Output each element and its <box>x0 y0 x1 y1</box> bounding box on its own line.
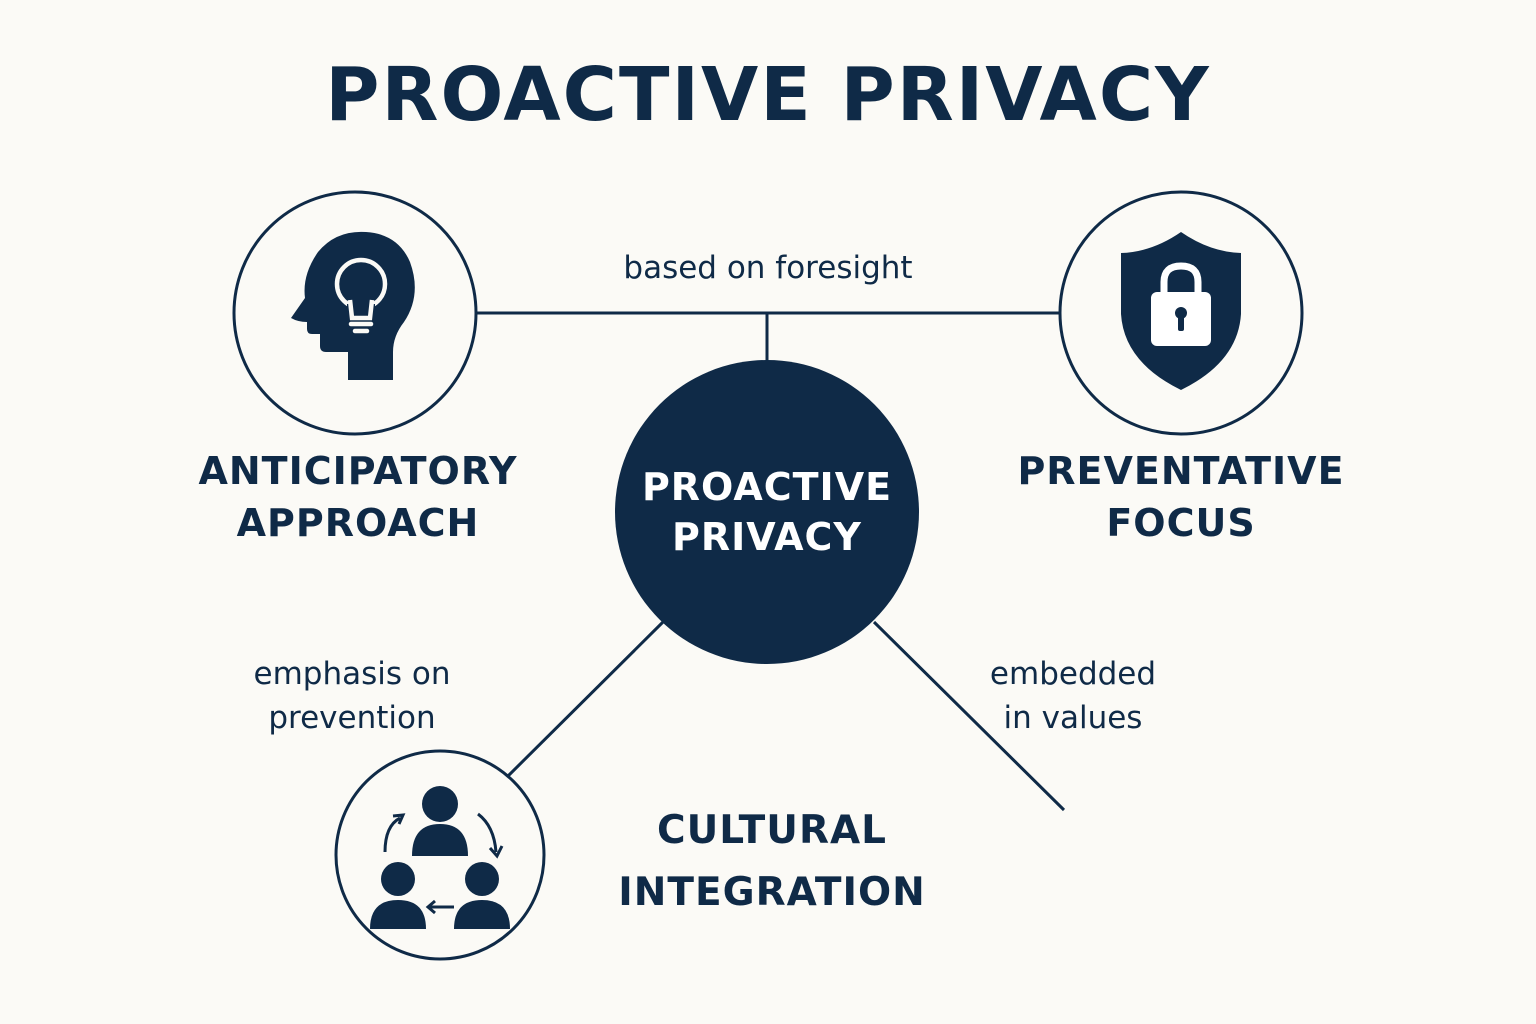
center-node <box>615 360 919 664</box>
cultural-label: CULTURAL INTEGRATION <box>592 800 952 924</box>
top-connector-text: based on foresight <box>623 250 913 286</box>
cultural-node <box>334 749 546 961</box>
center-node-label: PROACTIVE PRIVACY <box>617 462 917 562</box>
shield-lock-icon <box>1121 232 1241 390</box>
cultural-label-line1: CULTURAL <box>656 808 888 853</box>
preventative-circle <box>1058 190 1304 436</box>
people-cycle-icon <box>370 786 510 929</box>
anticipatory-node <box>232 190 478 436</box>
left-connector-line2: prevention <box>268 700 436 736</box>
anticipatory-label-line1: ANTICIPATORY <box>198 449 518 493</box>
head-lightbulb-icon <box>291 231 415 380</box>
left-connector-note: emphasis on prevention <box>212 652 492 740</box>
right-connector-line2: in values <box>1003 700 1143 736</box>
cultural-circle <box>334 749 546 961</box>
preventative-label: PREVENTATIVE FOCUS <box>1001 445 1361 549</box>
preventative-label-line2: FOCUS <box>1106 501 1256 545</box>
preventative-node <box>1058 190 1304 436</box>
right-connector-line1: embedded <box>989 656 1157 692</box>
right-connector-note: embedded in values <box>953 652 1193 740</box>
anticipatory-label: ANTICIPATORY APPROACH <box>160 445 556 549</box>
top-connector-note: based on foresight <box>556 246 980 290</box>
center-label-line1: PROACTIVE <box>641 465 893 509</box>
cultural-label-line2: INTEGRATION <box>618 870 926 915</box>
right-connector-line <box>872 620 1066 812</box>
left-connector-line1: emphasis on <box>253 656 451 692</box>
anticipatory-label-line2: APPROACH <box>236 501 480 545</box>
preventative-label-line1: PREVENTATIVE <box>1017 449 1345 493</box>
left-connector-line <box>506 620 665 778</box>
center-label-line2: PRIVACY <box>672 515 862 559</box>
anticipatory-circle <box>232 190 478 436</box>
page-title: PROACTIVE PRIVACY <box>325 52 1211 138</box>
